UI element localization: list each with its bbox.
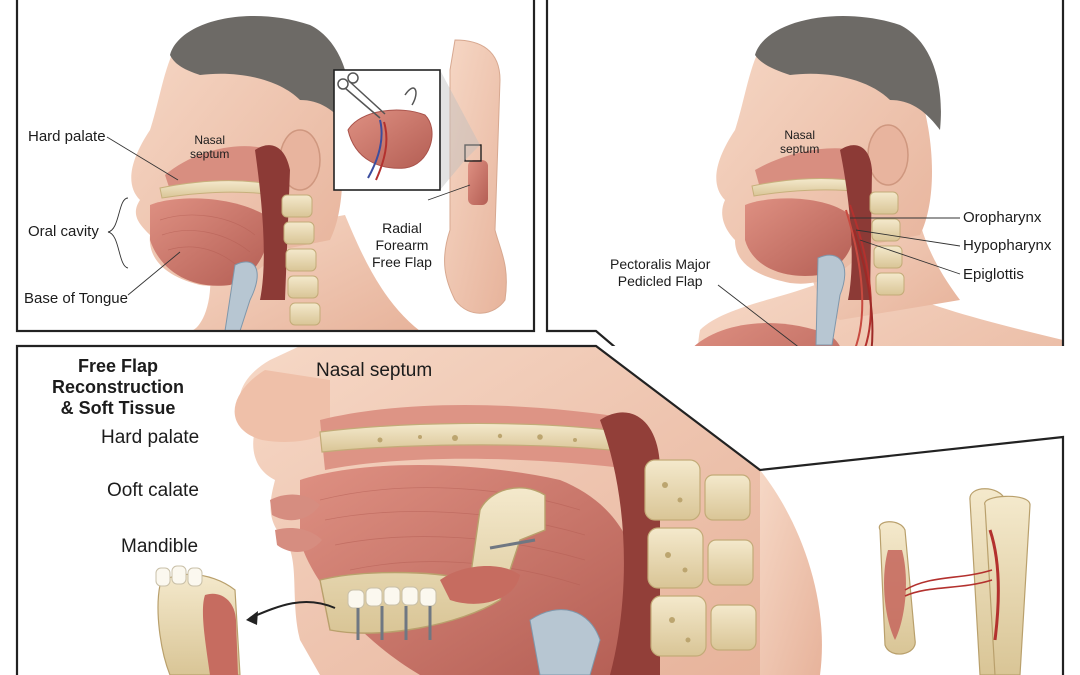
label-hypopharynx: Hypopharynx [963,237,1052,254]
top-left-panel [17,0,534,331]
label-hard-palate-top-left: Hard palate [28,128,106,145]
label-hard-palate-bottom: Hard palate [101,427,200,448]
label-nasal-septum-top-right: Nasal septum [780,128,820,156]
label-soft-palate-bottom: Ooft calate [107,480,199,501]
label-oropharynx: Oropharynx [963,209,1042,226]
label-base-of-tongue: Base of Tongue [24,290,128,307]
label-nasal-septum-top-left: Nasal septum [190,133,230,161]
label-nasal-septum-bottom: Nasal septum [316,360,433,381]
label-pectoralis-major-pedicled-flap: Pectoralis Major Pedicled Flap [610,256,711,289]
bottom-panel-title: Free Flap Reconstruction & Soft Tissue [52,356,185,418]
label-mandible: Mandible [121,536,199,557]
resected-mandible-segment [155,565,241,675]
label-oral-cavity: Oral cavity [28,223,99,240]
bottom-panel [17,346,1080,675]
fibula-donor-illustration [878,488,1031,675]
label-radial-forearm-free-flap: Radial Forearm Free Flap [372,220,432,270]
label-epiglottis: Epiglottis [963,266,1024,283]
